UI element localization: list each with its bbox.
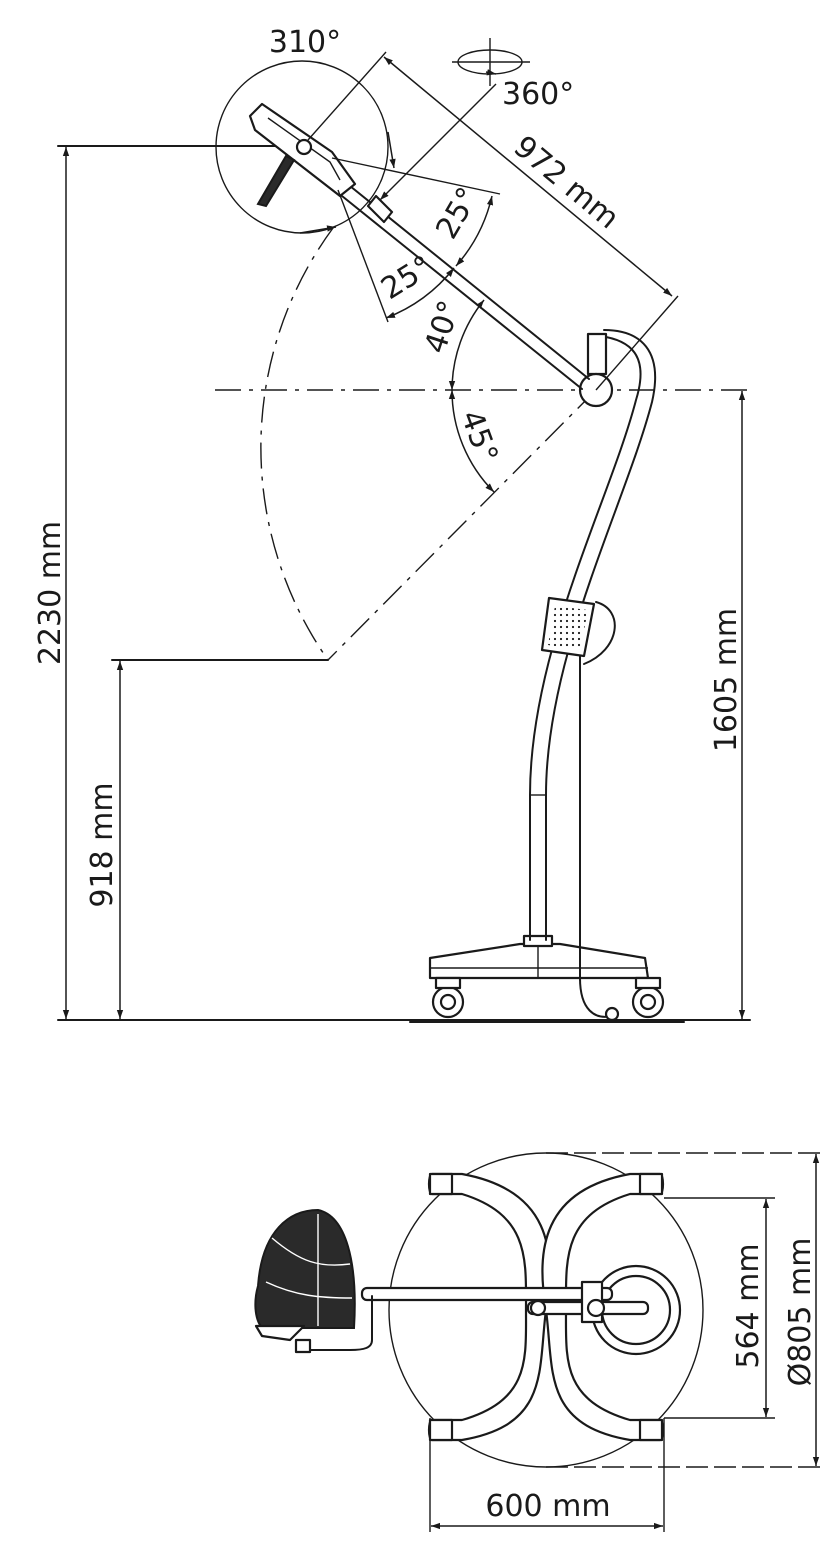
arm-length-label: 972 mm [507,129,626,236]
arm-length-dimension [383,56,673,297]
side-view: 310° 360° 972 mm 25° 25° 40° 45° 2230 mm [33,25,751,1023]
arm-up-angle-label: 40° [418,296,468,357]
lowest-arm-position [327,389,597,661]
base-legs [427,1172,665,1442]
lamp-sweep-arc [260,227,334,661]
arm-down-angle-label: 45° [453,406,504,468]
top-view-lamp-head [254,1208,356,1342]
axis-rotation-symbol [379,38,530,201]
top-view-arm [294,1280,650,1354]
wheel-spacing-label: 564 mm [731,1243,766,1368]
stand-column [529,329,657,941]
max-height-label: 2230 mm [33,521,68,665]
stand-base [409,934,685,1023]
top-view: 564 mm Ø805 mm 600 mm [254,1152,826,1532]
column-handle [540,596,616,665]
arm-length-extension-b [595,295,679,391]
tilt-down-arc [385,267,455,319]
arm-down-angle-arc [448,389,495,493]
min-height-label: 918 mm [85,782,120,907]
tilt-down-limit [337,189,389,323]
tilt-up-limit [331,157,501,195]
tilt-up-arc [455,195,494,267]
tilt-down-label: 25° [375,249,439,307]
head-pivot [295,138,313,156]
arm-up-angle-arc [448,299,485,391]
pivot-height-label: 1605 mm [709,608,744,752]
arm-clamp [586,332,608,376]
arm-length-extension-a [307,51,387,141]
base-diameter-label: Ø805 mm [783,1238,818,1387]
lamp-handle [256,154,296,208]
axis-rotation-label: 360° [502,77,574,112]
head-rotation-label: 310° [269,25,341,60]
base-width-label: 600 mm [485,1489,610,1524]
lamp-head [248,102,357,208]
